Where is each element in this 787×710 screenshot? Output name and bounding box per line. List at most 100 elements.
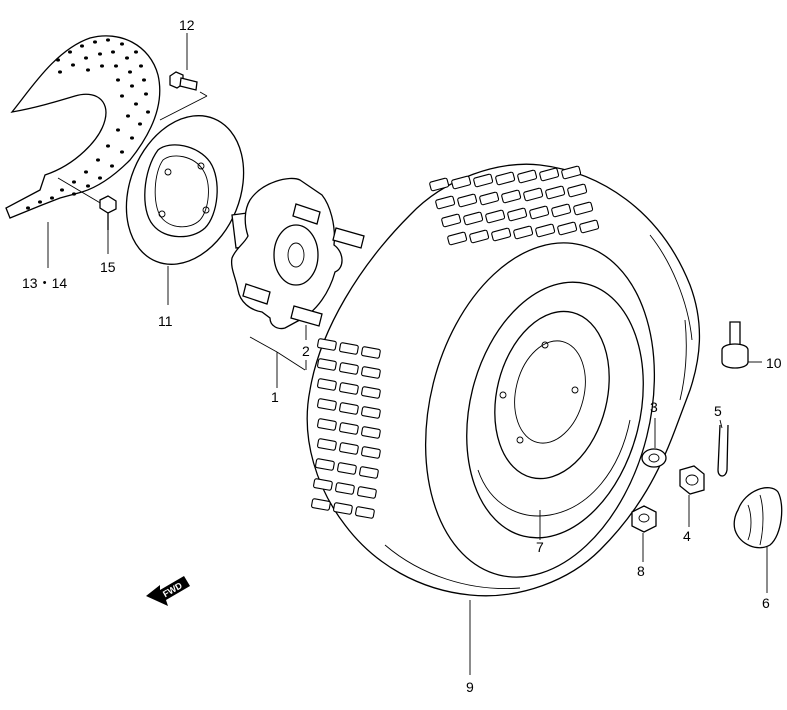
tread-block xyxy=(517,169,538,184)
cover-hole xyxy=(84,170,88,174)
tread-block xyxy=(313,478,333,491)
cotter-pin xyxy=(717,424,729,477)
cover-hole xyxy=(142,78,146,82)
cover-hole xyxy=(114,64,118,68)
tread-block xyxy=(523,187,544,202)
callout-3: 3 xyxy=(650,399,658,415)
tread-block xyxy=(469,229,490,244)
callout-11: 11 xyxy=(158,313,173,329)
tread-block xyxy=(339,402,359,415)
cover-hole xyxy=(60,188,64,192)
cover-hole xyxy=(38,200,42,204)
hub-cap xyxy=(733,487,783,549)
tread-block xyxy=(317,378,337,391)
valve-stem xyxy=(721,321,762,369)
cover-hole xyxy=(98,176,102,180)
cover-hole xyxy=(116,128,120,132)
cover-hole xyxy=(139,64,143,68)
cover-hole xyxy=(50,196,54,200)
callout-10: 10 xyxy=(766,355,782,371)
cover-hole xyxy=(138,122,142,126)
tread-block xyxy=(561,165,582,180)
tread-block xyxy=(361,426,381,439)
tread-block xyxy=(463,211,484,226)
cover-hole xyxy=(111,50,115,54)
brake-disc-cover xyxy=(5,35,161,219)
cover-hole xyxy=(98,52,102,56)
cover-hole xyxy=(128,70,132,74)
tread-block xyxy=(361,346,381,359)
tread-block xyxy=(311,498,331,511)
cover-hole xyxy=(58,70,62,74)
tread-block xyxy=(339,342,359,355)
tread-block xyxy=(557,221,578,236)
cover-hole xyxy=(86,68,90,72)
tread-block xyxy=(539,167,560,182)
tread-block xyxy=(447,231,468,246)
cover-hole xyxy=(120,94,124,98)
cover-hole xyxy=(144,92,148,96)
callout-9: 9 xyxy=(466,679,474,695)
castle-nut xyxy=(679,465,705,495)
callout-13-14: 13・14 xyxy=(22,275,67,291)
tread-block xyxy=(355,506,375,519)
wheel-rim xyxy=(466,281,644,539)
cover-hole xyxy=(134,102,138,106)
tread-block xyxy=(317,418,337,431)
cover-hole xyxy=(84,56,88,60)
washer xyxy=(641,448,667,468)
wheel-nut xyxy=(631,505,657,533)
cover-hole xyxy=(134,50,138,54)
brake-disc xyxy=(125,115,245,265)
tread-block xyxy=(451,175,472,190)
tread-block xyxy=(457,193,478,208)
tread-block xyxy=(339,362,359,375)
tread-block xyxy=(485,209,506,224)
callout-2: 2 xyxy=(302,343,310,359)
cover-hole xyxy=(86,184,90,188)
wheel-hub xyxy=(230,177,365,330)
leader-lines xyxy=(47,33,768,675)
tread-block xyxy=(479,191,500,206)
tread-block xyxy=(339,442,359,455)
tread-block xyxy=(333,502,353,515)
callout-5: 5 xyxy=(714,403,722,419)
tread-block xyxy=(507,207,528,222)
tread-block xyxy=(545,185,566,200)
tread-block xyxy=(361,406,381,419)
callout-labels: 12 13・14 15 11 2 1 3 5 10 4 7 8 6 9 xyxy=(22,17,782,695)
tread-block xyxy=(337,462,357,475)
cover-hole xyxy=(26,206,30,210)
tread-block xyxy=(573,201,594,216)
bolt-12 xyxy=(159,71,208,121)
tread-block xyxy=(361,386,381,399)
tread-block xyxy=(535,223,556,238)
callout-8: 8 xyxy=(637,563,645,579)
cover-hole xyxy=(56,58,60,62)
cover-hole xyxy=(116,78,120,82)
cover-hole xyxy=(93,40,97,44)
cover-hole xyxy=(130,84,134,88)
tread-block xyxy=(513,225,534,240)
tread-block xyxy=(567,183,588,198)
tread-block xyxy=(551,203,572,218)
cover-hole xyxy=(96,158,100,162)
cover-hole xyxy=(100,64,104,68)
cover-hole xyxy=(110,164,114,168)
tread-block xyxy=(529,205,550,220)
cover-hole xyxy=(120,42,124,46)
callout-12: 12 xyxy=(179,17,195,33)
tread-block xyxy=(359,466,379,479)
cover-hole xyxy=(72,180,76,184)
tread-block xyxy=(579,219,600,234)
callout-1: 1 xyxy=(271,389,279,405)
bolt-15 xyxy=(57,177,117,230)
tread-block xyxy=(473,173,494,188)
tread-block xyxy=(317,398,337,411)
cover-hole xyxy=(120,150,124,154)
cover-hole xyxy=(125,56,129,60)
tread-block xyxy=(335,482,355,495)
tread-block xyxy=(339,422,359,435)
cover-hole xyxy=(72,192,76,196)
